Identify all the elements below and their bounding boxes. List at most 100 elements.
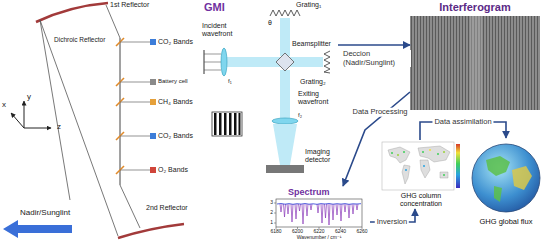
- axis-label: y: [27, 92, 31, 101]
- gmi-optics-part: [273, 124, 297, 165]
- concentration-map-image-part: [403, 151, 405, 153]
- interferogram-image-part: [410, 16, 540, 110]
- part-name: Beamsplitter: [292, 40, 331, 48]
- gmi-optics-part: [212, 112, 242, 136]
- gmi-optics-part: [280, 18, 290, 56]
- concentration-map-image-part: [382, 142, 454, 190]
- band-branches-part: [120, 82, 150, 83]
- gmi-optics-part: [234, 113, 237, 135]
- part-name: Grating₂: [300, 78, 326, 86]
- tick-label: 6180: [270, 229, 281, 235]
- band-branches: [116, 38, 156, 174]
- flow-arrow: [343, 92, 410, 186]
- reflector-mirror: [36, 3, 108, 22]
- axes-symbol-part: [24, 101, 25, 128]
- concentration-map-image-part: [422, 151, 424, 153]
- band-branches-part: [150, 79, 156, 85]
- concentration-map-image-part: [405, 169, 407, 171]
- interferogram-image: [410, 16, 540, 110]
- focal-label: f₂: [298, 112, 302, 119]
- part-name: Battery cell: [158, 78, 188, 85]
- gmi-optics-part: [290, 57, 323, 67]
- gmi-optics-part: [324, 51, 330, 73]
- spectrum-chart-part: [280, 204, 358, 225]
- band-branches-part: [120, 102, 150, 103]
- concentration-map-image-part: [418, 146, 450, 162]
- band-label: CO₂ Bands: [158, 38, 193, 46]
- band-branches-part: [150, 133, 156, 139]
- tick-label: 6260: [356, 229, 367, 235]
- spectrum-chart-part: [276, 199, 362, 227]
- concentration-map-image-part: [402, 165, 410, 184]
- gmi-optics-part: [270, 10, 300, 16]
- axis-label: z: [57, 122, 61, 131]
- gmi-optics-part: [276, 53, 294, 71]
- flux-globe: GHG global flux: [466, 138, 546, 228]
- part-name: 1st Reflector: [110, 1, 149, 9]
- edge-label: Data Processing: [350, 108, 409, 117]
- band-branches-part: [120, 42, 150, 43]
- panel-title: GHG global flux: [467, 218, 545, 227]
- view-arrow: [3, 220, 72, 238]
- interferogram-image-part: [470, 16, 482, 110]
- panel-title: GHG column concentration: [381, 192, 461, 208]
- gmi-optics-part: [266, 165, 304, 173]
- edge-label: Inversion: [375, 218, 409, 227]
- light-ray: [40, 20, 70, 200]
- tick-label: 1: [270, 220, 273, 226]
- concentration-map-image-part: [397, 154, 399, 156]
- spectrum-chart-part: [277, 203, 361, 205]
- edge-label: Data assimilation: [432, 118, 493, 127]
- light-ray: [120, 185, 140, 228]
- axis-label: x: [2, 100, 6, 109]
- part-name: Exiting wavefront: [298, 90, 336, 106]
- angle-symbol: θ: [268, 19, 272, 27]
- concentration-map-image-part: [423, 165, 425, 167]
- concentration-map-image-part: [437, 153, 439, 155]
- band-label: CH₄ Bands: [158, 98, 193, 106]
- flux-globe-image-part: [472, 144, 540, 212]
- gmi-optics-part: [219, 113, 222, 135]
- gmi-optics-part: [204, 70, 221, 71]
- reflector-mirror: [118, 224, 184, 238]
- axes-symbol: [11, 101, 51, 128]
- tick-label: 2: [270, 210, 273, 216]
- gmi-optics-part: [221, 48, 227, 76]
- axis-title: Wavenumber / cm⁻¹: [297, 235, 342, 241]
- flux-globe-image: [472, 144, 540, 212]
- band-branches-part: [120, 136, 150, 137]
- gmi-optics-part: [204, 54, 221, 55]
- panel-title: Interferogram: [410, 1, 540, 14]
- dichroic-stack: [120, 38, 121, 185]
- tick-label: 6220: [313, 229, 324, 235]
- gmi-optics-part: [224, 113, 227, 135]
- gmi-optics-part: [280, 70, 290, 118]
- band-branches-part: [150, 39, 156, 45]
- concentration-map-image-part: [429, 149, 431, 151]
- interferogram-panel: Interferogram: [410, 0, 540, 110]
- light-ray: [40, 20, 118, 236]
- spectrum-chart-part: [274, 203, 362, 229]
- gmi-optics-part: [214, 113, 217, 135]
- concentration-map: GHG column concentration: [380, 140, 462, 209]
- spectrum-chart: [274, 199, 362, 229]
- band-branches-part: [150, 99, 156, 105]
- band-label: O₂ Bands: [158, 166, 188, 174]
- tick-label: 6240: [335, 229, 346, 235]
- concentration-map-image-part: [420, 160, 430, 178]
- gmi-optics-part: [272, 118, 298, 124]
- part-name: Grating₁: [296, 1, 321, 9]
- view-label: Nadir/Sunglint: [20, 208, 70, 217]
- gmi-optics-part: [239, 113, 241, 135]
- concentration-map-image-part: [388, 147, 410, 163]
- axes-symbol-part: [24, 128, 51, 129]
- tick-label: 3: [270, 200, 273, 206]
- concentration-map-image-part: [456, 144, 460, 188]
- part-name: 2nd Reflector: [146, 204, 188, 212]
- axes-symbol-part: [11, 113, 24, 128]
- concentration-map-image-part: [443, 174, 445, 176]
- tick-label: 6200: [292, 229, 303, 235]
- flux-globe-image-part: [512, 166, 532, 190]
